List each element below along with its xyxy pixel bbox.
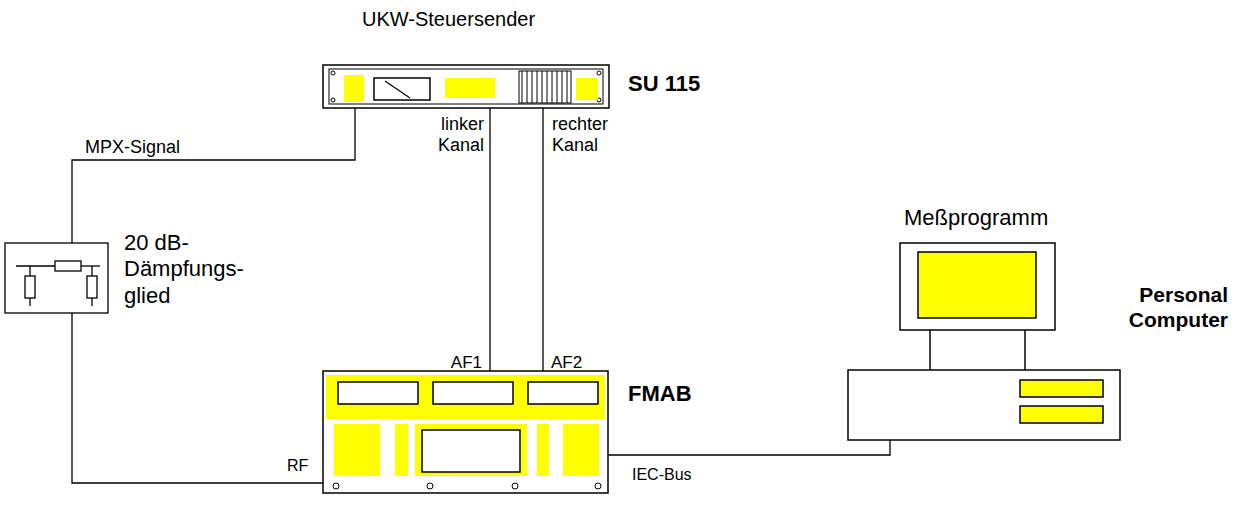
analyzer-unit bbox=[338, 382, 418, 404]
attenuator-symbol bbox=[5, 243, 108, 313]
computer-icon bbox=[1020, 406, 1103, 423]
transmitter-unit bbox=[329, 69, 603, 104]
analyzer-unit bbox=[422, 430, 520, 472]
transmitter-unit bbox=[344, 75, 364, 102]
signal-wire bbox=[489, 108, 490, 371]
analyzer-unit bbox=[333, 483, 339, 489]
analyzer-unit bbox=[323, 371, 608, 493]
attenuator-symbol bbox=[81, 265, 100, 266]
transmitter-unit bbox=[323, 65, 609, 108]
attenuator-symbol bbox=[29, 266, 30, 276]
analyzer-unit bbox=[563, 424, 599, 476]
attenuator-box: 20 dB- Dämpfungs- glied bbox=[5, 243, 108, 313]
computer-icon bbox=[918, 252, 1036, 318]
analyzer-unit bbox=[427, 483, 433, 489]
analyzer-unit bbox=[395, 424, 408, 476]
attenuator-symbol bbox=[25, 276, 35, 298]
analyzer-unit bbox=[415, 424, 527, 476]
signal-wire bbox=[608, 440, 890, 455]
analyzer-box: FMAB bbox=[323, 371, 608, 493]
analyzer-unit bbox=[537, 424, 549, 476]
analyzer-unit bbox=[334, 424, 380, 476]
device-caption: 20 dB- Dämpfungs- glied bbox=[124, 230, 264, 309]
analyzer-unit bbox=[326, 375, 605, 419]
signal-label: MPX-Signal bbox=[85, 137, 180, 158]
computer-icon bbox=[848, 243, 1120, 440]
analyzer-unit bbox=[595, 483, 601, 489]
computer-box: MeßprogrammPersonal Computer bbox=[848, 243, 1120, 440]
transmitter-unit bbox=[576, 78, 598, 100]
transmitter-unit bbox=[374, 78, 430, 100]
attenuator-symbol bbox=[91, 266, 92, 276]
analyzer-unit bbox=[433, 382, 513, 404]
computer-icon bbox=[848, 370, 1120, 440]
attenuator-symbol bbox=[55, 261, 81, 271]
transmitter-unit bbox=[445, 78, 495, 98]
signal-label: rechter Kanal bbox=[552, 114, 644, 155]
signal-label: IEC-Bus bbox=[632, 466, 692, 484]
transmitter-unit bbox=[597, 71, 601, 75]
transmitter-unit bbox=[323, 65, 609, 108]
attenuator-symbol bbox=[87, 276, 97, 298]
device-caption: Meßprogramm bbox=[904, 205, 1048, 231]
computer-icon bbox=[1024, 330, 1026, 370]
transmitter-unit bbox=[331, 98, 335, 102]
signal-label: linker Kanal bbox=[392, 114, 484, 155]
transmitter-unit bbox=[385, 81, 410, 98]
device-caption: FMAB bbox=[628, 381, 692, 407]
analyzer-unit bbox=[512, 483, 518, 489]
signal-wire bbox=[542, 108, 543, 371]
device-name: Personal Computer bbox=[1114, 282, 1228, 332]
computer-icon bbox=[929, 330, 931, 370]
port-name: RF bbox=[287, 457, 308, 475]
device-caption: UKW-Steuersender bbox=[362, 7, 535, 31]
attenuator-symbol bbox=[5, 243, 108, 313]
device-name: SU 115 bbox=[628, 71, 700, 97]
transmitter-box: UKW-SteuersenderSU 115 bbox=[323, 65, 609, 108]
signal-wire bbox=[72, 313, 323, 483]
analyzer-unit bbox=[528, 382, 598, 404]
transmitter-unit bbox=[519, 71, 571, 103]
port-name: AF2 bbox=[551, 353, 582, 373]
computer-icon bbox=[900, 243, 1055, 330]
attenuator-symbol bbox=[16, 265, 55, 266]
signal-wire bbox=[72, 108, 355, 243]
analyzer-unit bbox=[323, 371, 608, 493]
transmitter-unit bbox=[331, 71, 335, 75]
attenuator-symbol bbox=[91, 298, 92, 306]
attenuator-symbol bbox=[29, 298, 30, 306]
computer-icon bbox=[1020, 380, 1103, 397]
port-name: AF1 bbox=[442, 353, 482, 373]
